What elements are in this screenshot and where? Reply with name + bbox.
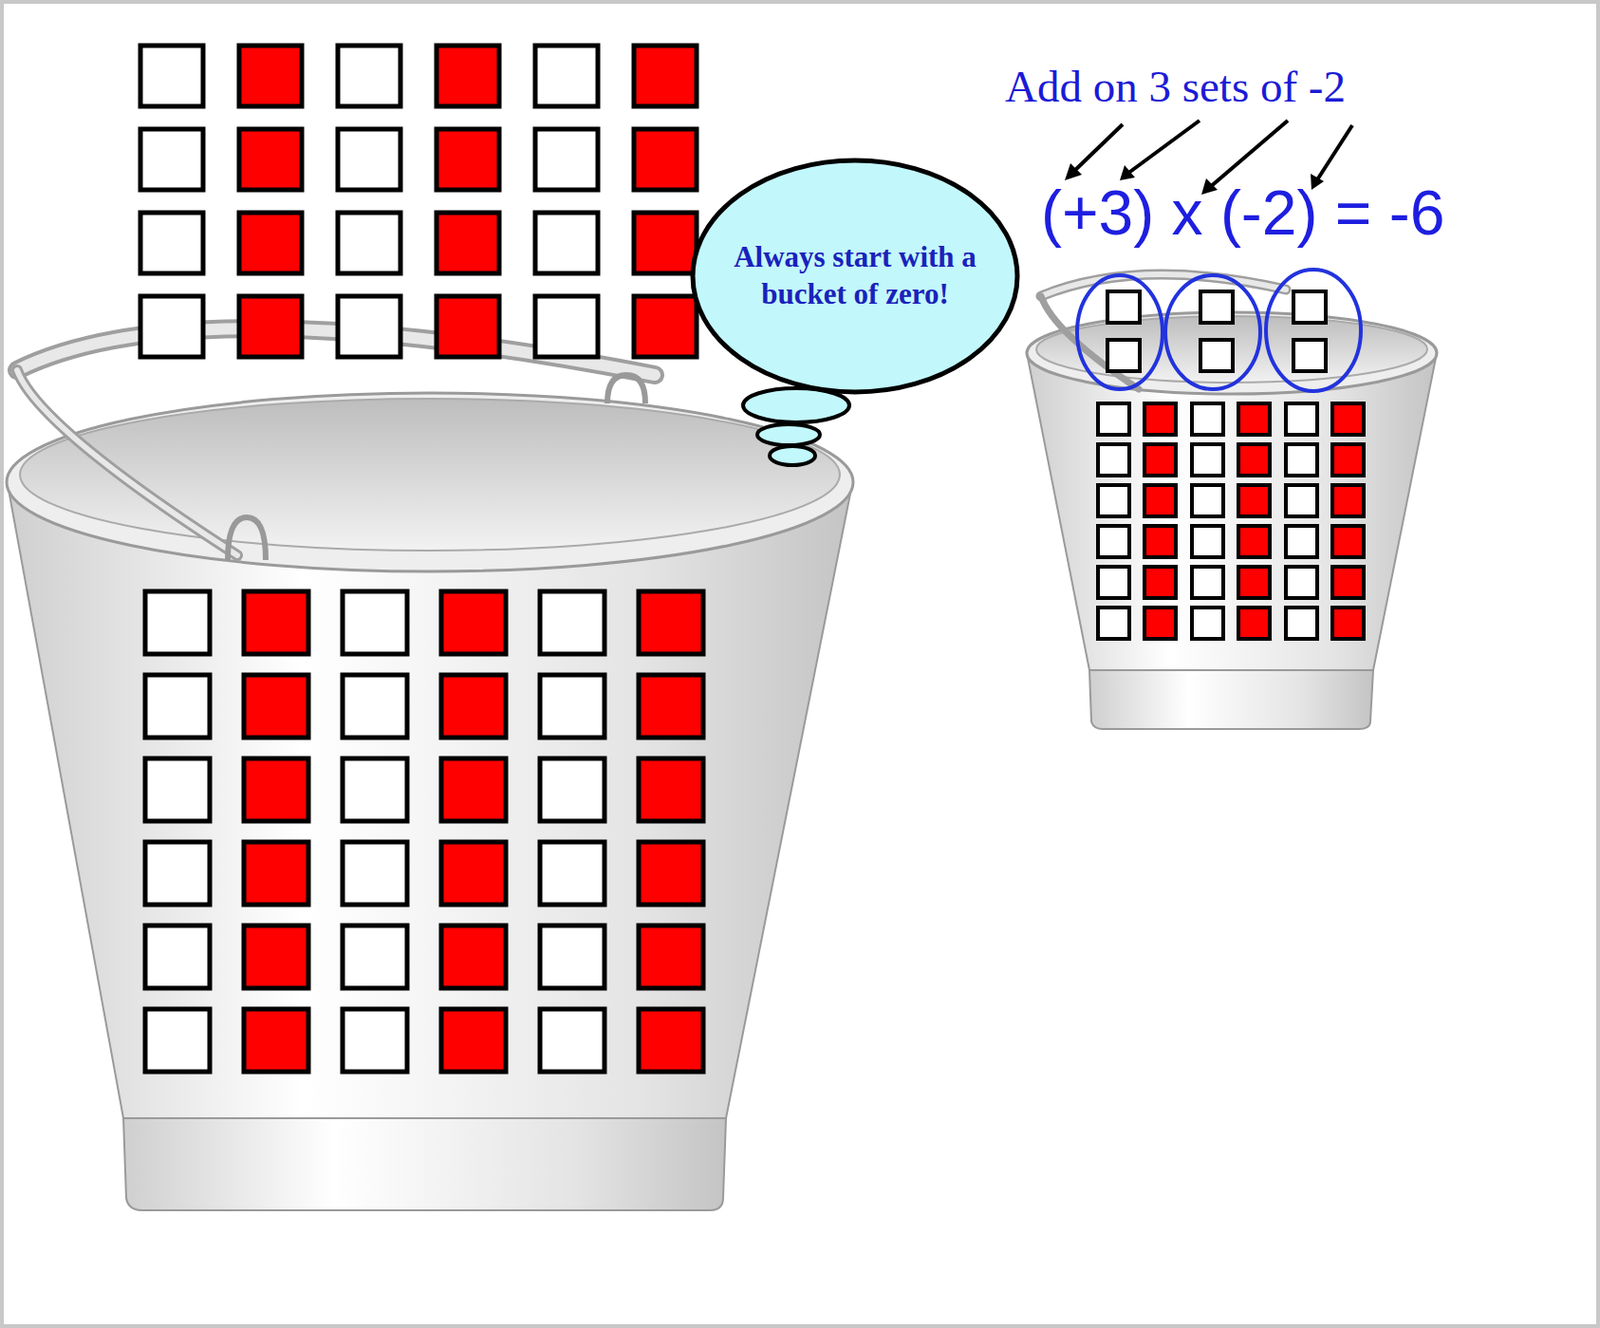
group-circles bbox=[1077, 269, 1361, 391]
thought-bubble-tail bbox=[743, 388, 850, 466]
bubble-shape bbox=[692, 160, 1018, 392]
bubble-text: Always start with a bucket of zero! bbox=[712, 239, 998, 314]
zero-pair-tiles bbox=[137, 42, 730, 377]
zero-pair-tiles bbox=[142, 588, 735, 1090]
large-bucket bbox=[6, 328, 854, 1210]
equation-text: (+3) x (-2) = -6 bbox=[1041, 176, 1445, 249]
small-bucket bbox=[1026, 274, 1437, 729]
zero-pair-tiles bbox=[1096, 401, 1378, 647]
bubble-outline bbox=[689, 157, 1021, 395]
instruction-text: Add on 3 sets of -2 bbox=[1004, 60, 1346, 112]
thought-bubble: Always start with a bucket of zero! bbox=[689, 157, 1021, 395]
